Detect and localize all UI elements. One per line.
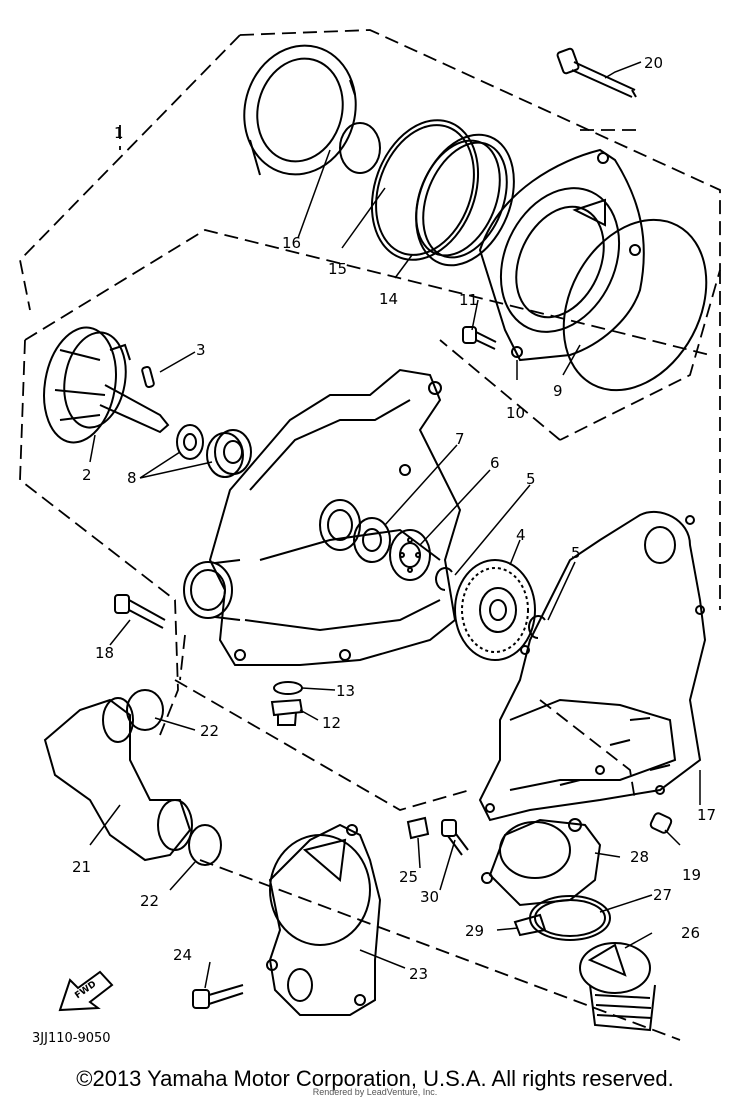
- impeller-2: [43, 326, 170, 444]
- washer-13: [273, 681, 303, 695]
- oil-seal-16: [243, 44, 357, 176]
- bolt-20: [556, 47, 637, 98]
- callout-9: 9: [553, 382, 563, 400]
- callout-14: 14: [379, 290, 398, 308]
- o-ring-22b: [188, 824, 222, 866]
- thermostat-26: [579, 942, 656, 1032]
- seal-8: [176, 424, 252, 478]
- pump-housing: [208, 368, 462, 666]
- callout-12: 12: [322, 714, 341, 732]
- callout-22a: 22: [200, 722, 219, 740]
- bolt-11: [462, 326, 497, 350]
- elbow-pipe-21: [43, 697, 193, 862]
- bolt-30: [441, 819, 469, 856]
- callout-8: 8: [127, 469, 137, 487]
- callout-13: 13: [336, 682, 355, 700]
- callout-5a: 5: [526, 470, 536, 488]
- callout-27: 27: [653, 886, 672, 904]
- fwd-arrow: [58, 970, 114, 1012]
- disc-16: [339, 122, 381, 174]
- leader-lines: [89, 61, 701, 989]
- callout-15: 15: [328, 260, 347, 278]
- callout-21: 21: [72, 858, 91, 876]
- callout-26: 26: [681, 924, 700, 942]
- callout-4: 4: [516, 526, 526, 544]
- o-ring-27: [529, 895, 611, 941]
- callout-10: 10: [506, 404, 525, 422]
- rendered-by-credit: Rendered by LeadVenture, Inc.: [312, 1087, 438, 1097]
- bolt-24: [192, 984, 244, 1009]
- callout-11: 11: [459, 291, 478, 309]
- bolt-18: [114, 594, 166, 629]
- diagram-code: 3JJ110-9050: [32, 1031, 111, 1046]
- callout-18: 18: [95, 644, 114, 662]
- dowel-19: [649, 812, 673, 834]
- circlip-5a: [435, 567, 453, 591]
- drain-bolt-12: [270, 698, 304, 726]
- callout-28: 28: [630, 848, 649, 866]
- gasket-17: [478, 510, 707, 822]
- copyright-notice: ©2013 Yamaha Motor Corporation, U.S.A. A…: [76, 1066, 674, 1091]
- ring-14: [415, 133, 515, 267]
- callout-7: 7: [455, 430, 465, 448]
- pin-3: [141, 365, 155, 389]
- callout-29: 29: [465, 922, 484, 940]
- callout-17: 17: [697, 806, 716, 824]
- ring-15: [370, 119, 480, 261]
- callout-20: 20: [644, 54, 663, 72]
- callout-30: 30: [420, 888, 439, 906]
- callout-22b: 22: [140, 892, 159, 910]
- callouts: 1 2 3 4 5 5 6 7 8 9 10 11 12 13 14 15 16…: [32, 54, 716, 1046]
- callout-5b: 5: [571, 544, 581, 562]
- callout-25: 25: [399, 868, 418, 886]
- assembly-outline-dashed: [19, 29, 721, 1041]
- callout-16: 16: [282, 234, 301, 252]
- callout-6: 6: [490, 454, 500, 472]
- pump-cover-10: [478, 148, 645, 362]
- o-ring-9: [562, 218, 708, 392]
- pump-body-23: [266, 823, 382, 1016]
- callout-24: 24: [173, 946, 192, 964]
- cap-25: [406, 816, 430, 840]
- bearing-6: [389, 529, 431, 581]
- thermostat-cover-28: [481, 818, 602, 907]
- callout-23: 23: [409, 965, 428, 983]
- callout-1: 1: [114, 124, 124, 142]
- gear-4: [454, 559, 536, 661]
- callout-19: 19: [682, 866, 701, 884]
- o-ring-22a: [126, 689, 164, 731]
- housing-outlet: [183, 559, 241, 621]
- callout-3: 3: [196, 341, 206, 359]
- bearing-7: [353, 517, 391, 563]
- callout-2: 2: [82, 466, 92, 484]
